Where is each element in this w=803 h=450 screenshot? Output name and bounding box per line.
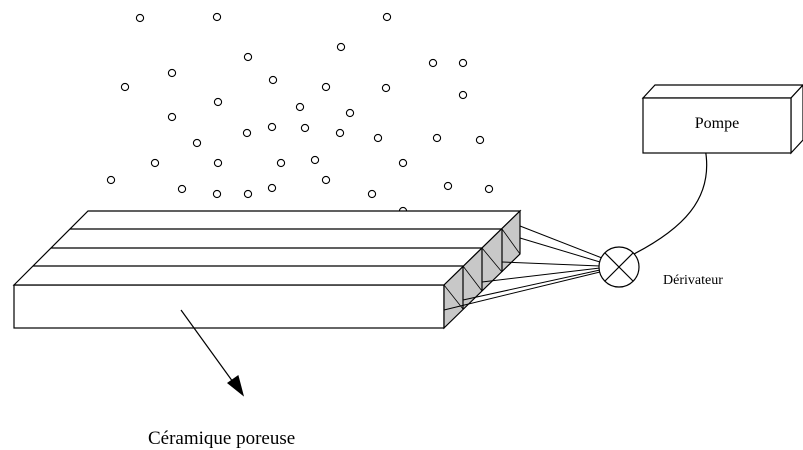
particle [381, 83, 391, 93]
particle [458, 58, 468, 68]
particle [213, 97, 223, 107]
particle [242, 128, 252, 138]
particle [167, 112, 177, 122]
particle [243, 189, 253, 199]
particle [268, 75, 278, 85]
particle [150, 158, 160, 168]
pump-label: Pompe [695, 115, 739, 132]
particle [336, 42, 346, 52]
particle [192, 138, 202, 148]
channel-tubes [443, 225, 603, 311]
particle [213, 158, 223, 168]
particle [267, 122, 277, 132]
particle [135, 13, 145, 23]
ceramic-label: Céramique poreuse [148, 428, 295, 449]
arrow-down-right-icon [180, 309, 245, 397]
particle [177, 184, 187, 194]
particle [432, 133, 442, 143]
particle [321, 82, 331, 92]
particle [276, 158, 286, 168]
particle [428, 58, 438, 68]
particle [300, 123, 310, 133]
particle [373, 133, 383, 143]
ceramic-block [12, 209, 522, 330]
particle [458, 90, 468, 100]
particle [443, 181, 453, 191]
particle [382, 12, 392, 22]
particle [367, 189, 377, 199]
particle [106, 175, 116, 185]
particle [345, 108, 355, 118]
particle [335, 128, 345, 138]
particle [267, 183, 277, 193]
particle [310, 155, 320, 165]
particle [212, 12, 222, 22]
particle [484, 184, 494, 194]
particle [295, 102, 305, 112]
circle-with-cross-icon [598, 246, 640, 288]
particle [243, 52, 253, 62]
splitter-label: Dérivateur [663, 273, 723, 288]
particle [120, 82, 130, 92]
particle [475, 135, 485, 145]
particle [167, 68, 177, 78]
particle [321, 175, 331, 185]
particle [212, 189, 222, 199]
pump-tube [633, 147, 708, 255]
particle [398, 158, 408, 168]
pump-box [641, 84, 803, 155]
